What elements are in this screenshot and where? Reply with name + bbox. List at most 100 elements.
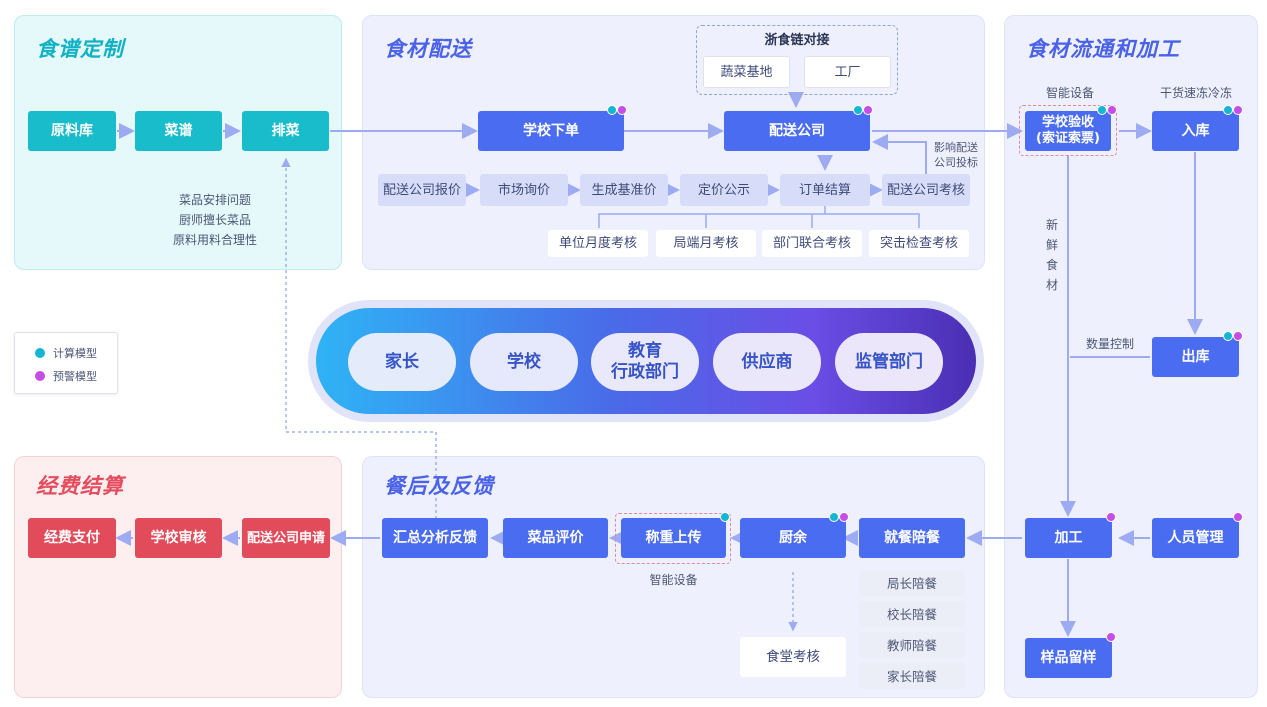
circulation-title: 食材流通和加工 bbox=[1026, 37, 1180, 61]
step-quote[interactable]: 配送公司报价 bbox=[378, 174, 466, 206]
storage-in-node[interactable]: 入库 bbox=[1152, 111, 1239, 151]
fresh-char3: 食 bbox=[1045, 258, 1058, 272]
accompany-parent[interactable]: 家长陪餐 bbox=[859, 663, 965, 689]
stakeholder-school[interactable]: 学校 bbox=[470, 333, 578, 391]
quantity-control-label: 数量控制 bbox=[1085, 337, 1134, 351]
calc-model-dot bbox=[829, 512, 839, 522]
recipe-title: 食谱定制 bbox=[36, 37, 124, 61]
school-check-line2: (索证索票) bbox=[1036, 131, 1100, 146]
note-arrangement: 菜品安排问题 bbox=[178, 193, 251, 207]
warn-model-dot bbox=[1106, 632, 1116, 642]
recipe-notes: 菜品安排问题 厨师擅长菜品 原料用料合理性 bbox=[150, 190, 280, 250]
calc-dot-icon bbox=[35, 348, 45, 358]
legend-calc-label: 计算模型 bbox=[53, 347, 97, 360]
storage-out-node[interactable]: 出库 bbox=[1152, 337, 1239, 377]
assess-unit-monthly[interactable]: 单位月度考核 bbox=[548, 230, 648, 257]
step-base-price[interactable]: 生成基准价 bbox=[580, 174, 668, 206]
side-note: 影响配送 公司投标 bbox=[928, 140, 984, 170]
calc-model-dot bbox=[607, 105, 617, 115]
stakeholder-parents-label: 家长 bbox=[385, 351, 419, 372]
legend-warn: 预警模型 bbox=[35, 368, 97, 384]
warn-dot-icon bbox=[35, 371, 45, 381]
fresh-char1: 新 bbox=[1045, 218, 1058, 232]
stakeholder-parents[interactable]: 家长 bbox=[348, 333, 456, 391]
menu-node[interactable]: 菜谱 bbox=[135, 111, 222, 151]
fresh-food-label: 新 鲜 食 材 bbox=[1042, 215, 1062, 295]
warn-model-dot bbox=[1233, 105, 1243, 115]
fund-payment-node[interactable]: 经费支付 bbox=[28, 518, 116, 558]
legend: 计算模型 预警模型 bbox=[14, 332, 118, 394]
warn-model-dot bbox=[1233, 512, 1243, 522]
step-price-publish[interactable]: 定价公示 bbox=[680, 174, 768, 206]
school-check-highlight bbox=[1019, 105, 1117, 156]
assess-joint[interactable]: 部门联合考核 bbox=[762, 230, 862, 257]
stakeholder-regulator-label: 监管部门 bbox=[855, 351, 923, 372]
stakeholder-school-label: 学校 bbox=[507, 351, 541, 372]
warn-model-dot bbox=[1233, 331, 1243, 341]
dish-rating-node[interactable]: 菜品评价 bbox=[503, 518, 608, 558]
accompany-principal[interactable]: 校长陪餐 bbox=[859, 601, 965, 627]
raw-store-node[interactable]: 原料库 bbox=[28, 111, 116, 151]
stakeholder-edu-line1: 教育 bbox=[628, 341, 662, 361]
weigh-upload-node[interactable]: 称重上传 bbox=[621, 518, 726, 558]
note-ingredients: 原料用料合理性 bbox=[172, 233, 257, 247]
dry-goods-label: 干货速冻冷冻 bbox=[1159, 86, 1232, 100]
zhe-food-chain-group bbox=[696, 25, 898, 95]
assess-spot-check[interactable]: 突击检查考核 bbox=[869, 230, 969, 257]
note-chef: 厨师擅长菜品 bbox=[178, 213, 251, 227]
stakeholder-regulator[interactable]: 监管部门 bbox=[835, 333, 943, 391]
calc-model-dot bbox=[853, 105, 863, 115]
calc-model-dot bbox=[1223, 331, 1233, 341]
dashed-feedback-loop bbox=[281, 157, 437, 537]
side-note-line2: 公司投标 bbox=[934, 156, 978, 169]
staff-management-node[interactable]: 人员管理 bbox=[1152, 518, 1239, 558]
step-order-settle[interactable]: 订单结算 bbox=[780, 174, 870, 206]
school-order-node[interactable]: 学校下单 bbox=[478, 111, 624, 151]
stakeholder-edu-line2: 行政部门 bbox=[611, 362, 679, 382]
stakeholder-education-admin[interactable]: 教育行政部门 bbox=[591, 333, 699, 391]
warn-model-dot bbox=[863, 105, 873, 115]
warn-model-dot bbox=[839, 512, 849, 522]
legend-warn-label: 预警模型 bbox=[53, 370, 97, 383]
weigh-highlight bbox=[615, 513, 731, 564]
calc-model-dot bbox=[1223, 105, 1233, 115]
school-check-node[interactable]: 学校验收(索证索票) bbox=[1025, 111, 1111, 151]
sample-retention-node[interactable]: 样品留样 bbox=[1025, 638, 1112, 678]
vegetable-base-node[interactable]: 蔬菜基地 bbox=[703, 56, 790, 88]
warn-model-dot bbox=[1106, 512, 1116, 522]
leftover-node[interactable]: 厨余 bbox=[740, 518, 846, 558]
fresh-char2: 鲜 bbox=[1045, 238, 1058, 252]
process-node[interactable]: 加工 bbox=[1025, 518, 1112, 558]
fresh-char4: 材 bbox=[1045, 278, 1058, 292]
step-company-assess[interactable]: 配送公司考核 bbox=[882, 174, 970, 206]
assess-bureau-monthly[interactable]: 局端月考核 bbox=[656, 230, 756, 257]
accompany-director[interactable]: 局长陪餐 bbox=[859, 570, 965, 596]
school-review-node[interactable]: 学校审核 bbox=[135, 518, 222, 558]
calc-model-dot bbox=[720, 512, 730, 522]
warn-model-dot bbox=[617, 105, 627, 115]
legend-calc: 计算模型 bbox=[35, 345, 97, 361]
funding-panel bbox=[14, 456, 342, 698]
canteen-assess-node[interactable]: 食堂考核 bbox=[740, 637, 846, 677]
funding-title: 经费结算 bbox=[36, 474, 124, 498]
calc-model-dot bbox=[1097, 105, 1107, 115]
schedule-node[interactable]: 排菜 bbox=[242, 111, 329, 151]
step-market-inquiry[interactable]: 市场询价 bbox=[480, 174, 568, 206]
delivery-company-node[interactable]: 配送公司 bbox=[724, 111, 870, 151]
accompany-teacher[interactable]: 教师陪餐 bbox=[859, 632, 965, 658]
after-meal-title: 餐后及反馈 bbox=[384, 474, 494, 498]
delivery-title: 食材配送 bbox=[384, 37, 472, 61]
school-check-line1: 学校验收 bbox=[1041, 115, 1094, 130]
smart-device-label-bottom: 智能设备 bbox=[649, 573, 698, 587]
smart-device-label-top: 智能设备 bbox=[1045, 86, 1094, 100]
stakeholder-supplier[interactable]: 供应商 bbox=[713, 333, 821, 391]
company-apply-node[interactable]: 配送公司申请 bbox=[242, 518, 330, 558]
summary-feedback-node[interactable]: 汇总分析反馈 bbox=[382, 518, 488, 558]
side-note-line1: 影响配送 bbox=[934, 141, 978, 154]
accompany-meal-node[interactable]: 就餐陪餐 bbox=[859, 518, 965, 558]
warn-model-dot bbox=[1107, 105, 1117, 115]
stakeholder-supplier-label: 供应商 bbox=[741, 351, 793, 372]
zhe-food-chain-title: 浙食链对接 bbox=[764, 33, 830, 48]
factory-node[interactable]: 工厂 bbox=[804, 56, 891, 88]
